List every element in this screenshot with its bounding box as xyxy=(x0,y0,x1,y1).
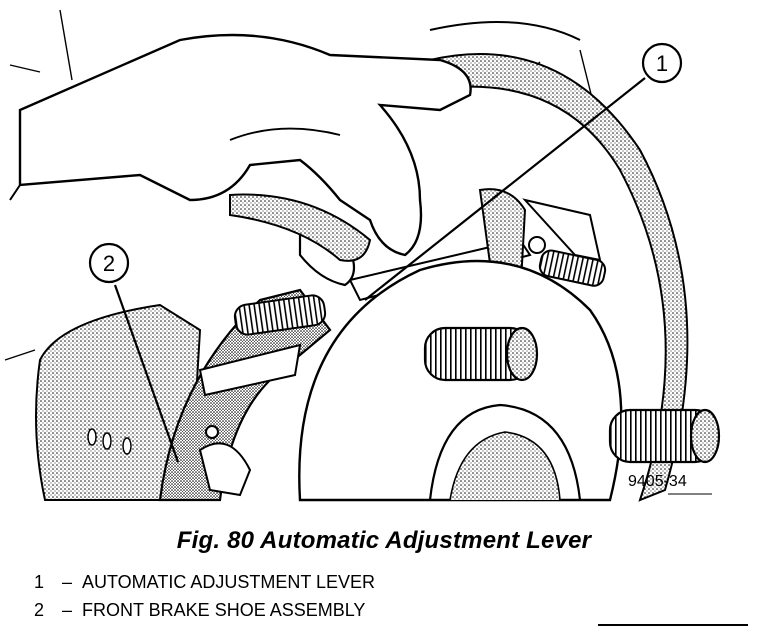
legend-description: FRONT BRAKE SHOE ASSEMBLY xyxy=(82,600,366,620)
callout-marker-1: 1 xyxy=(641,42,683,84)
legend-description: AUTOMATIC ADJUSTMENT LEVER xyxy=(82,572,376,592)
leader-line-1 xyxy=(364,77,646,301)
drum-holes xyxy=(87,428,132,455)
callout-marker-2: 2 xyxy=(88,242,130,284)
legend-number: 1 xyxy=(34,572,45,592)
legend-item-2: 2–FRONT BRAKE SHOE ASSEMBLY xyxy=(34,596,375,624)
legend-item-1: 1–AUTOMATIC ADJUSTMENT LEVER xyxy=(34,568,375,596)
brake-illustration: 1 2 9405-34 xyxy=(4,9,721,502)
page-rule xyxy=(598,624,748,626)
legend-dash: – xyxy=(61,572,72,592)
backing-plate-edge xyxy=(429,53,689,502)
legend-number: 2 xyxy=(34,600,45,620)
leader-line-2 xyxy=(113,284,180,463)
drawing-number: 9405-34 xyxy=(628,473,687,490)
figure-caption: Fig. 80 Automatic Adjustment Lever xyxy=(176,527,592,554)
wheel-stud-upper xyxy=(423,326,539,382)
return-spring-left xyxy=(233,294,327,336)
technician-hand xyxy=(18,33,472,257)
wheel-stud-lower xyxy=(608,408,721,464)
svg-text:2: 2 xyxy=(103,251,115,276)
legend-dash: – xyxy=(61,600,72,620)
svg-text:1: 1 xyxy=(656,51,668,76)
callout-legend: 1–AUTOMATIC ADJUSTMENT LEVER 2–FRONT BRA… xyxy=(34,568,375,624)
